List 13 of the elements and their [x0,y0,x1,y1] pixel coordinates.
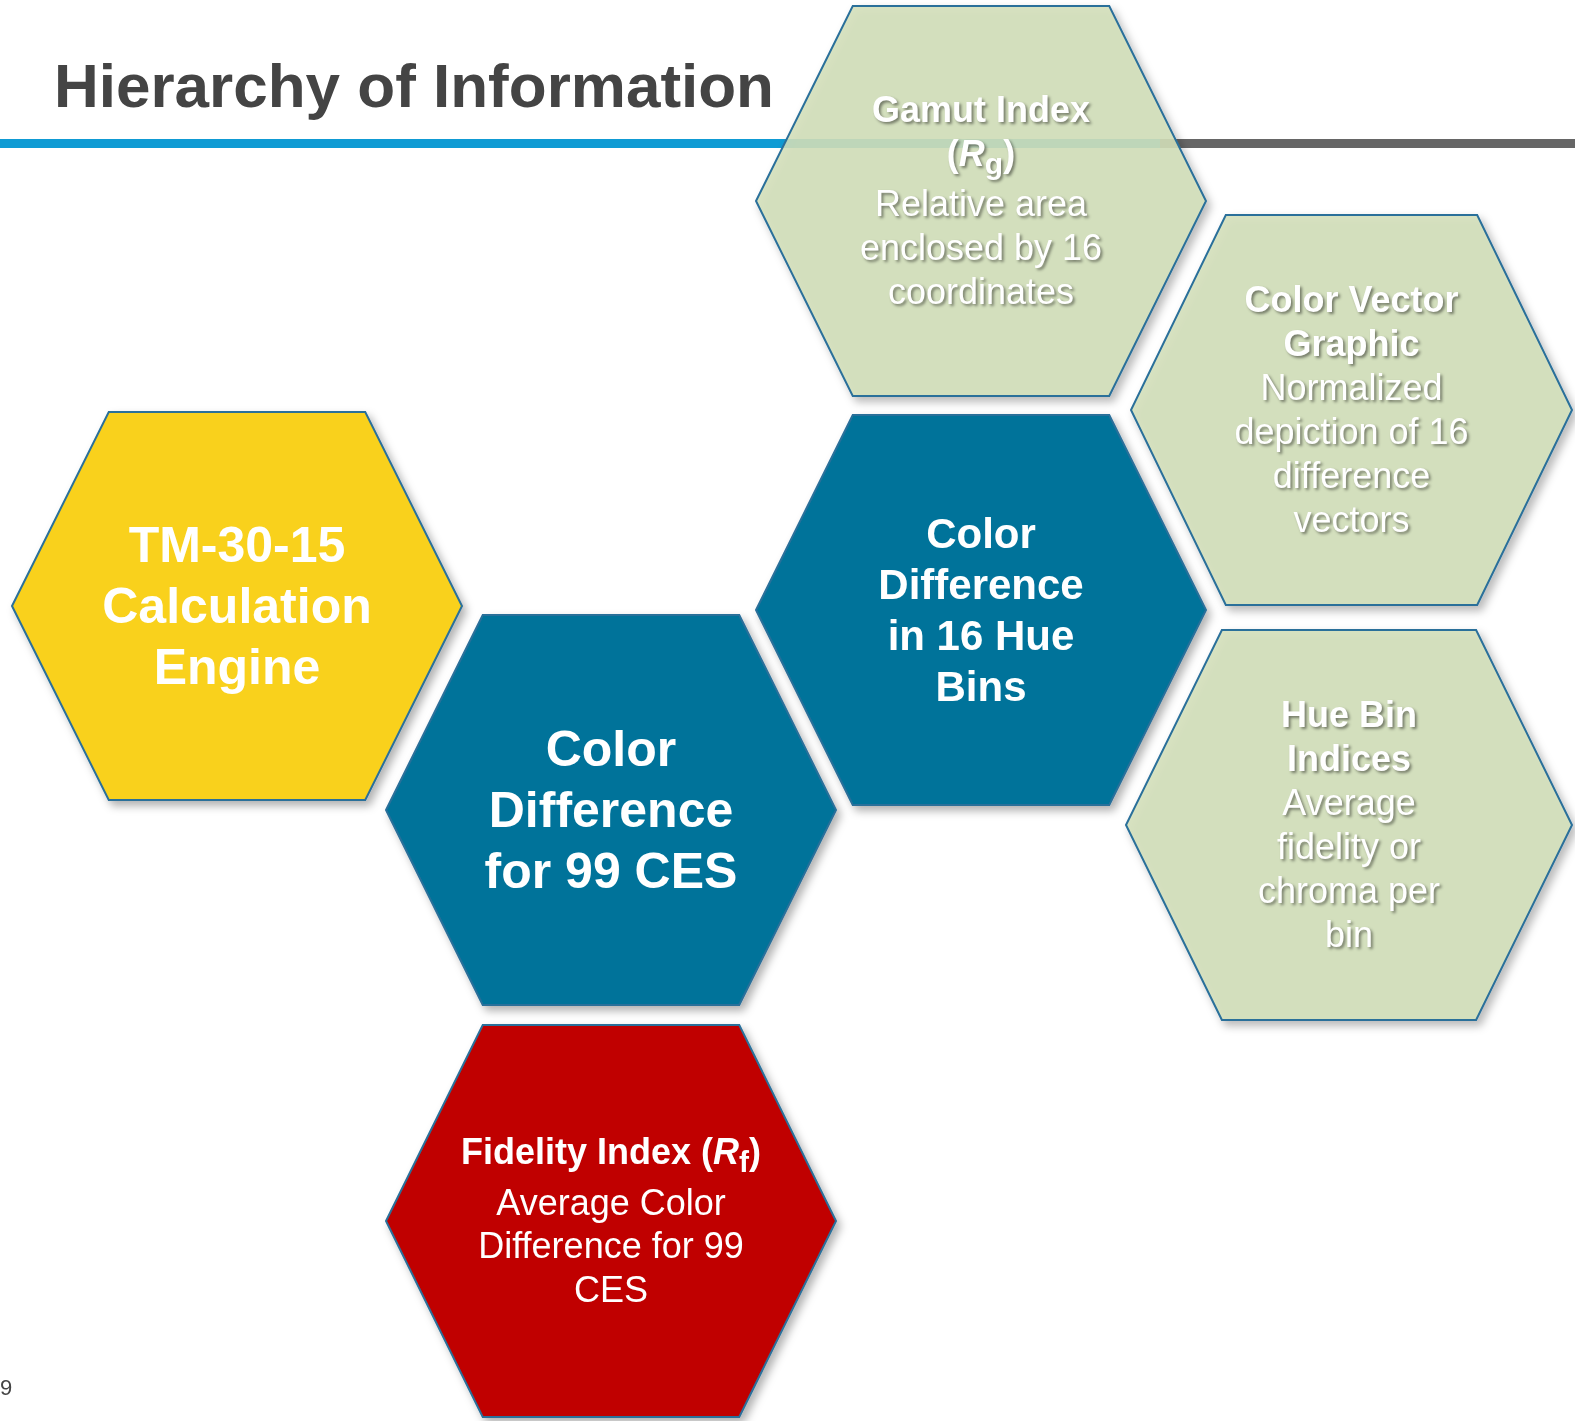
slide-title: Hierarchy of Information [54,50,774,121]
hexagon-label: TM-30-15 Calculation Engine [101,515,373,697]
hexagon-description: Normalized depiction of 16 difference vectors [1233,366,1470,542]
hexagon-description: Average Color Difference for 99 CES [477,1180,745,1313]
hexagon-label: Color Difference in 16 Hue Bins [877,508,1085,713]
page-number: 9 [0,1375,13,1401]
hexagon-label: Color Difference for 99 CES [483,719,739,901]
hexagon-heading: Hue Bin Indices [1280,693,1418,782]
hexagon-heading: Color Vector Graphic [1243,278,1460,367]
hexagon-heading: Gamut Index (R$_{g}$) [870,87,1091,182]
hexagon-heading: Fidelity Index (R$_{f}$) [460,1129,761,1180]
hexagon-description: Relative area enclosed by 16 coordinates [858,182,1104,315]
hexagon-description: Average fidelity or chroma per bin [1256,781,1442,957]
